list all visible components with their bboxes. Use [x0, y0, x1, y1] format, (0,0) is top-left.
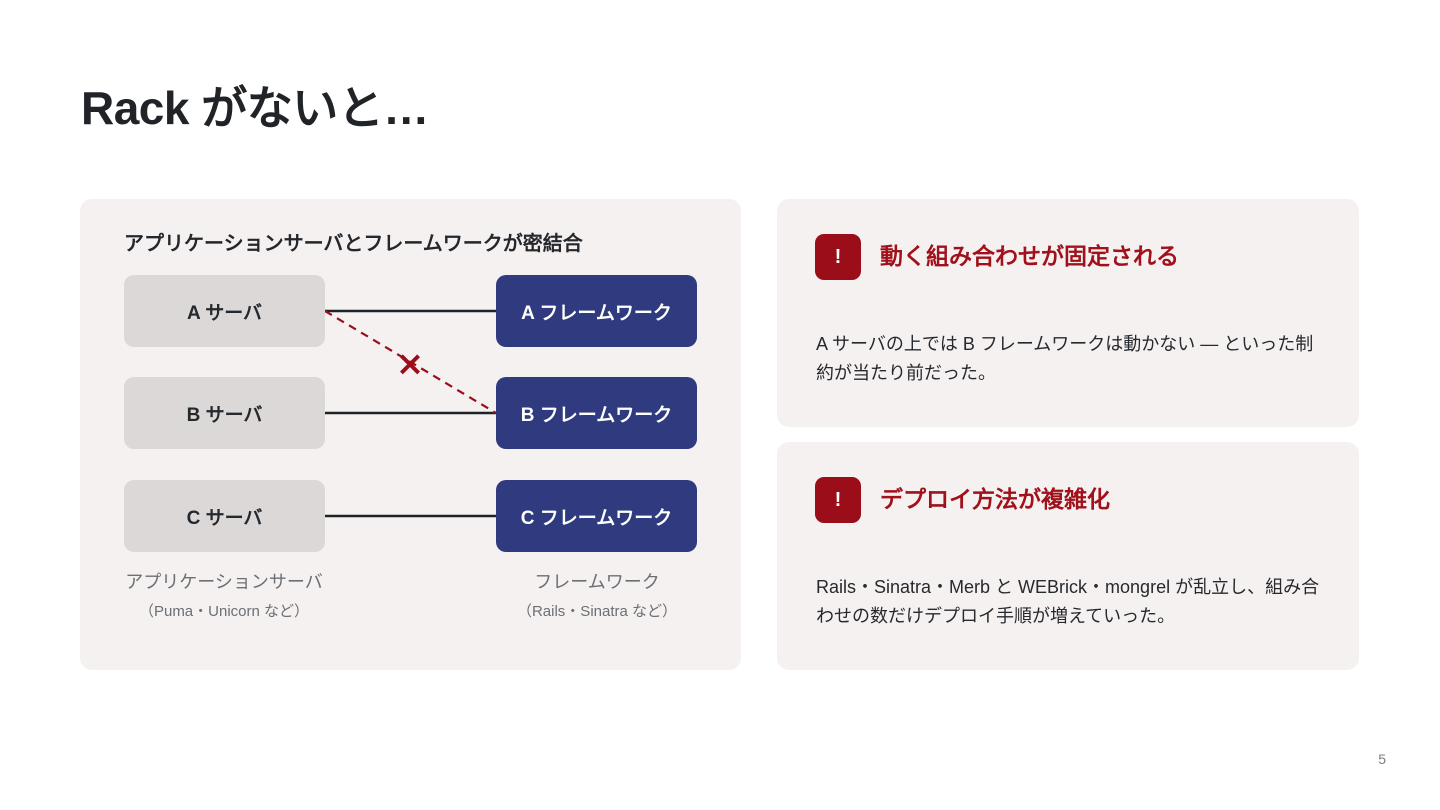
server-node-b: B サーバ [124, 377, 325, 449]
problem-card-complex-deploy: ! デプロイ方法が複雑化 Rails・Sinatra・Merb と WEBric… [777, 442, 1359, 670]
framework-node-c: C フレームワーク [496, 480, 697, 552]
problem-card-fixed-combination: ! 動く組み合わせが固定される A サーバの上では B フレームワークは動かない… [777, 199, 1359, 427]
framework-node-b: B フレームワーク [496, 377, 697, 449]
diagram-title: アプリケーションサーバとフレームワークが密結合 [124, 233, 583, 255]
slide-title: Rack がないと… [81, 82, 429, 134]
framework-node-a: A フレームワーク [496, 275, 697, 347]
warning-icon: ! [815, 234, 861, 280]
server-node-a: A サーバ [124, 275, 325, 347]
page-number: 5 [1378, 751, 1386, 767]
card-body: Rails・Sinatra・Merb と WEBrick・mongrel が乱立… [816, 577, 1320, 626]
card-body: A サーバの上では B フレームワークは動かない ― といった制約が当たり前だっ… [816, 334, 1314, 383]
server-column-sub: （Puma・Unicorn など） [138, 603, 310, 620]
card-title: 動く組み合わせが固定される [880, 243, 1179, 269]
warning-icon: ! [815, 477, 861, 523]
server-column-label: アプリケーションサーバ [125, 572, 323, 592]
blocked-link-a-server-b-framework [324, 310, 497, 414]
card-title: デプロイ方法が複雑化 [880, 486, 1110, 512]
server-node-c: C サーバ [124, 480, 325, 552]
framework-column-label: フレームワーク [534, 572, 660, 592]
blocked-link-mark: × [396, 344, 425, 384]
framework-column-sub: （Rails・Sinatra など） [516, 603, 678, 620]
coupling-diagram-panel: アプリケーションサーバとフレームワークが密結合 × A サーバ B サーバ C … [80, 199, 741, 670]
